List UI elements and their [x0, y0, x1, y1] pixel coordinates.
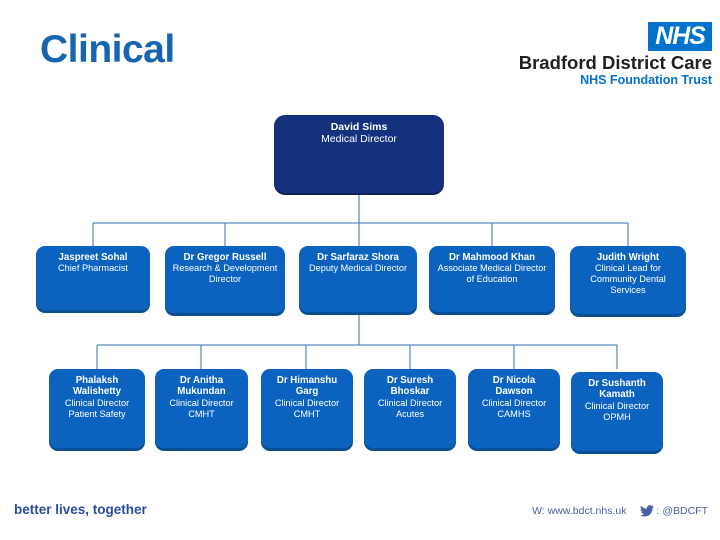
- org-node-dr-suresh-bhoskar[interactable]: Dr Suresh Bhoskar Clinical Director Acut…: [364, 369, 456, 448]
- org-node-role: Clinical Director Acutes: [377, 397, 443, 419]
- org-node-role: Clinical Director Patient Safety: [64, 397, 130, 419]
- org-node-name: David Sims: [330, 121, 388, 133]
- org-node-name: Jaspreet Sohal: [58, 252, 128, 263]
- org-node-name: Dr Gregor Russell: [183, 252, 267, 263]
- org-node-dr-nicola-dawson[interactable]: Dr Nicola Dawson Clinical Director CAMHS: [468, 369, 560, 448]
- org-node-dr-gregor-russell[interactable]: Dr Gregor Russell Research & Development…: [165, 246, 285, 313]
- org-node-name: Dr Himanshu Garg: [276, 375, 338, 398]
- org-node-name: Dr Sushanth Kamath: [588, 378, 646, 401]
- org-node-role: Chief Pharmacist: [58, 263, 128, 274]
- org-node-david-sims[interactable]: David Sims Medical Director: [274, 115, 444, 193]
- footer-website[interactable]: W: www.bdct.nhs.uk: [532, 505, 627, 517]
- nhs-trust-name: Bradford District Care: [518, 52, 712, 73]
- org-node-phalaksh-walishetty[interactable]: Phalaksh Walishetty Clinical Director Pa…: [49, 369, 145, 448]
- org-node-role: Deputy Medical Director: [308, 263, 408, 274]
- org-node-role: Clinical Director CMHT: [169, 397, 234, 419]
- org-node-dr-sarfaraz-shora[interactable]: Dr Sarfaraz Shora Deputy Medical Directo…: [299, 246, 417, 312]
- org-node-name: Dr Nicola Dawson: [492, 375, 536, 398]
- nhs-badge: NHS: [648, 22, 712, 51]
- org-node-role: Clinical Director CAMHS: [481, 397, 547, 419]
- org-node-dr-anitha-mukundan[interactable]: Dr Anitha Mukundan Clinical Director CMH…: [155, 369, 248, 448]
- nhs-logo: NHS Bradford District Care NHS Foundatio…: [496, 22, 712, 88]
- org-node-role: Clinical Director OPMH: [584, 400, 650, 422]
- org-node-role: Clinical Lead for Community Dental Servi…: [590, 263, 666, 296]
- org-node-name: Phalaksh Walishetty: [72, 375, 122, 398]
- org-node-name: Judith Wright: [596, 252, 660, 263]
- org-node-dr-himanshu-garg[interactable]: Dr Himanshu Garg Clinical Director CMHT: [261, 369, 353, 448]
- nhs-foundation-trust-label: NHS Foundation Trust: [580, 73, 712, 88]
- footer-social-handle: : @BDCFT: [656, 505, 709, 517]
- org-node-name: Dr Anitha Mukundan: [177, 375, 226, 398]
- org-node-role: Research & Development Director: [172, 263, 278, 285]
- twitter-icon: [639, 505, 654, 517]
- footer-tagline: better lives, together: [14, 502, 147, 517]
- org-node-role: Clinical Director CMHT: [274, 397, 340, 419]
- page-title: Clinical: [40, 28, 175, 71]
- org-node-dr-sushanth-kamath[interactable]: Dr Sushanth Kamath Clinical Director OPM…: [571, 372, 663, 451]
- footer-contact: W: www.bdct.nhs.uk : @BDCFT: [532, 505, 708, 517]
- org-node-name: Dr Suresh Bhoskar: [386, 375, 434, 398]
- footer-social[interactable]: : @BDCFT: [639, 505, 709, 517]
- org-node-dr-mahmood-khan[interactable]: Dr Mahmood Khan Associate Medical Direct…: [429, 246, 555, 312]
- org-node-name: Dr Sarfaraz Shora: [317, 252, 399, 263]
- org-node-judith-wright[interactable]: Judith Wright Clinical Lead for Communit…: [570, 246, 686, 314]
- org-node-role: Medical Director: [321, 133, 397, 146]
- org-node-jaspreet-sohal[interactable]: Jaspreet Sohal Chief Pharmacist: [36, 246, 150, 310]
- org-node-role: Associate Medical Director of Education: [437, 263, 547, 285]
- org-node-name: Dr Mahmood Khan: [448, 252, 536, 263]
